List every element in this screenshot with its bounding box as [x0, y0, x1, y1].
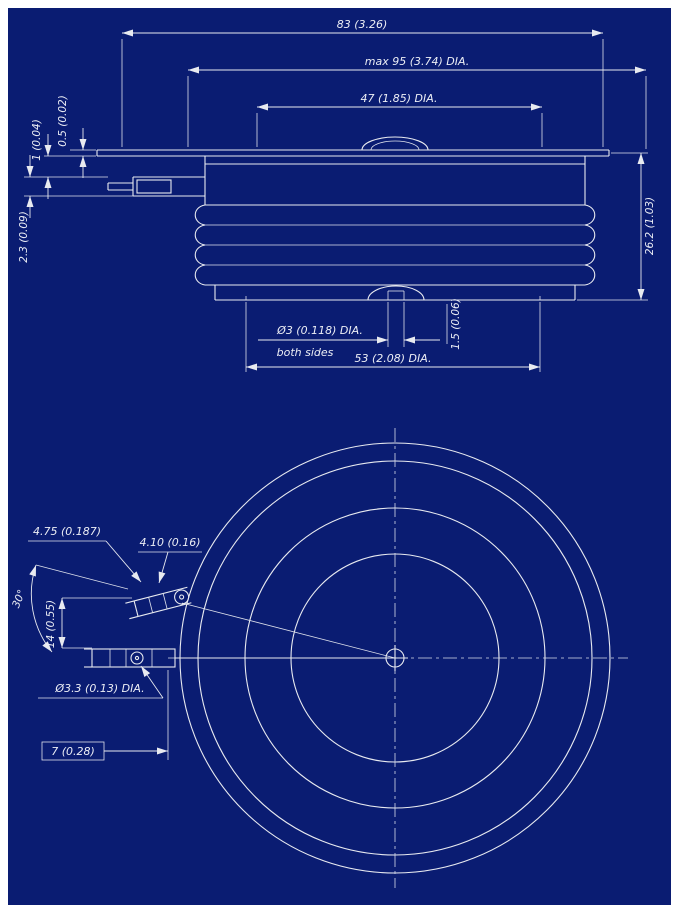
ceramic-fins: [194, 204, 596, 286]
sheet-background: [8, 8, 671, 905]
gate-lead-horizontal: [84, 648, 386, 668]
dim-gate-depth: 1.5 (0.06): [446, 298, 462, 350]
dim-lead-separation-label: 14 (0.55): [45, 600, 57, 648]
dim-height-label: 26.2 (1.03): [644, 197, 656, 255]
dim-lead-width-label: 4.75 (0.187): [33, 525, 101, 538]
side-section-view: 83 (3.26) max 95 (3.74) DIA. 47 (1.85) D…: [18, 18, 656, 372]
dim-flange-thickness-label: 0.5 (0.02): [57, 95, 69, 147]
dim-edge-distance-label: 7 (0.28): [51, 745, 95, 758]
dim-bottom-pole-dia: 53 (2.08) DIA.: [245, 302, 541, 372]
dim-bottom-pole-dia-label: 53 (2.08) DIA.: [354, 352, 431, 365]
dim-gate-hole: Ø3 (0.118) DIA. both sides: [258, 302, 440, 359]
dim-gate-note-label: both sides: [277, 346, 334, 359]
dim-tab-width: 4.10 (0.16): [138, 536, 202, 584]
dim-overall-width-label: 83 (3.26): [337, 18, 388, 31]
dim-lead-separation: 14 (0.55): [45, 597, 132, 649]
dim-top-pole-dia: 47 (1.85) DIA.: [256, 92, 543, 147]
gate-lead-terminal-section: [107, 176, 205, 197]
bottom-seal-bump: [367, 285, 425, 301]
dim-terminal-hole-label: Ø3.3 (0.13) DIA.: [54, 682, 144, 695]
top-seal-bump: [361, 136, 429, 151]
dim-gate-depth-label: 1.5 (0.06): [450, 298, 462, 350]
dim-max-dia-label: max 95 (3.74) DIA.: [365, 55, 469, 68]
dim-flange-thickness: 0.5 (0.02): [57, 95, 96, 178]
dim-step-label: 1 (0.04): [31, 119, 43, 161]
dim-height: 26.2 (1.03): [577, 152, 656, 301]
dim-gate-hole-label: Ø3 (0.118) DIA.: [276, 324, 363, 337]
dim-max-dia: max 95 (3.74) DIA.: [187, 55, 647, 149]
dim-tab-width-label: 4.10 (0.16): [139, 536, 200, 549]
dim-lead-thickness: 2.3 (0.09): [18, 155, 133, 263]
dim-step: 1 (0.04): [31, 119, 108, 199]
dim-overall-width: 83 (3.26): [121, 18, 604, 147]
dim-terminal-hole: Ø3.3 (0.13) DIA.: [38, 665, 164, 699]
dim-edge-distance: 7 (0.28): [41, 670, 169, 761]
dim-lead-width: 4.75 (0.187): [28, 525, 142, 583]
plan-view: 30° 4.75 (0.187) 4.10 (0.16) 14 (0.55) Ø…: [10, 428, 628, 888]
top-pole-piece: [204, 156, 586, 206]
dim-top-pole-dia-label: 47 (1.85) DIA.: [360, 92, 437, 105]
flange-disc: [96, 149, 610, 157]
dim-lead-thickness-label: 2.3 (0.09): [18, 211, 30, 263]
